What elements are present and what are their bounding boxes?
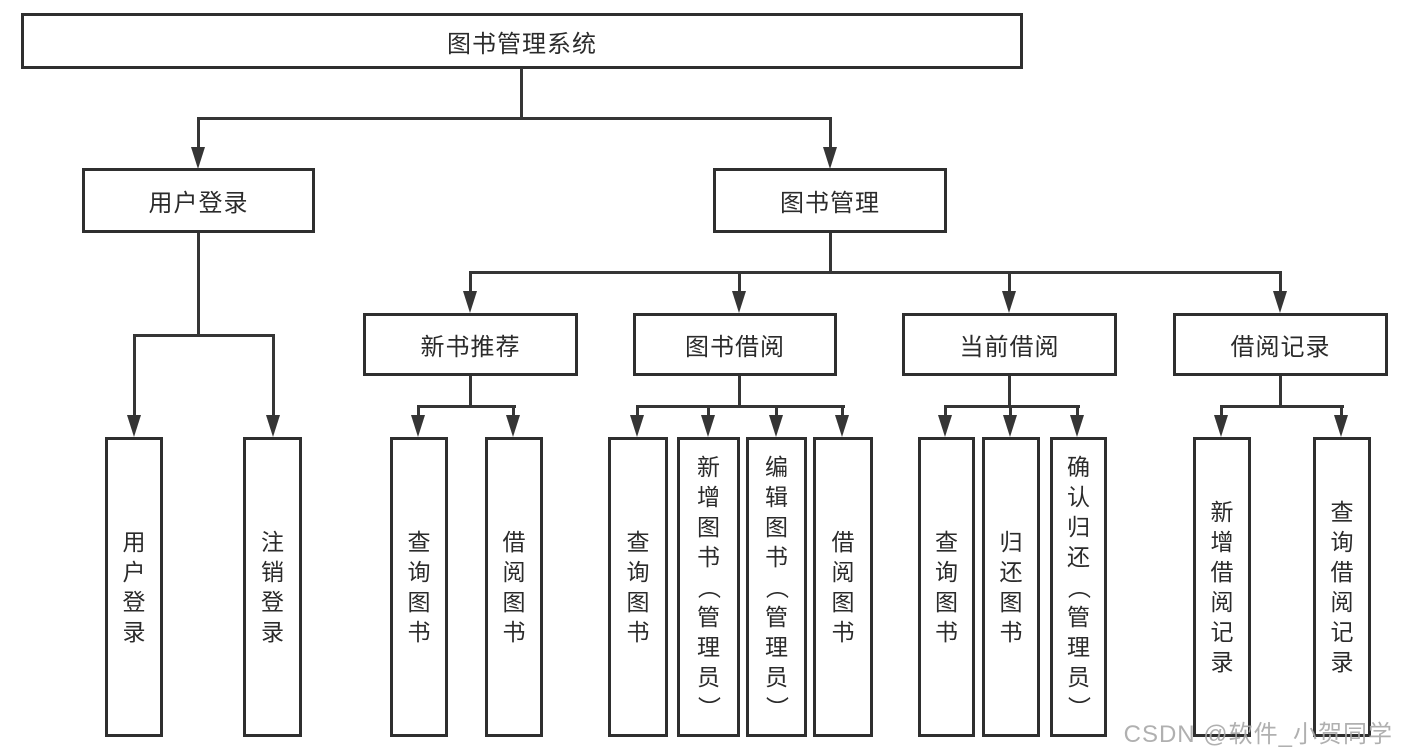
arrowhead-to-login bbox=[191, 147, 205, 169]
connector-login-stub bbox=[197, 233, 200, 336]
leaf-user-login: 用户登录 bbox=[105, 437, 163, 737]
arrowhead-current-leaf1 bbox=[938, 415, 952, 437]
connector-mgmt-stub bbox=[829, 233, 832, 274]
arrowhead-to-mgmt bbox=[823, 147, 837, 169]
connector-to-records bbox=[1279, 271, 1282, 293]
connector-borrow-leaf4 bbox=[841, 405, 844, 418]
connector-records-rail bbox=[1220, 405, 1344, 408]
leaf-borrow-edit-book-admin: 编辑图书（管理员） bbox=[746, 437, 807, 737]
connector-root-rail bbox=[197, 117, 831, 120]
leaf-borrow-add-book-admin: 新增图书（管理员） bbox=[677, 437, 740, 737]
arrowhead-to-borrow bbox=[732, 291, 746, 313]
node-current-borrow-label: 当前借阅 bbox=[959, 334, 1060, 361]
arrowhead-to-leaf-login bbox=[127, 415, 141, 437]
arrowhead-records-leaf2 bbox=[1334, 415, 1348, 437]
connector-recommend-leaf1 bbox=[417, 405, 420, 418]
leaf-logout: 注销登录 bbox=[243, 437, 302, 737]
connector-to-current bbox=[1008, 271, 1011, 293]
node-new-book-recommend-label: 新书推荐 bbox=[420, 334, 521, 361]
node-root: 图书管理系统 bbox=[21, 13, 1023, 69]
node-book-borrow: 图书借阅 bbox=[633, 313, 837, 376]
connector-to-leaf-login bbox=[133, 334, 136, 417]
leaf-records-add-record: 新增借阅记录 bbox=[1193, 437, 1251, 737]
connector-records-stub bbox=[1279, 376, 1282, 407]
connector-root-stub bbox=[520, 68, 523, 118]
connector-recommend-rail bbox=[417, 405, 516, 408]
arrowhead-borrow-leaf3 bbox=[769, 415, 783, 437]
arrowhead-borrow-leaf1 bbox=[630, 415, 644, 437]
leaf-recommend-borrow-book: 借阅图书 bbox=[485, 437, 543, 737]
arrowhead-current-leaf2 bbox=[1003, 415, 1017, 437]
connector-records-leaf1 bbox=[1220, 405, 1223, 418]
connector-borrow-leaf3 bbox=[775, 405, 778, 418]
arrowhead-to-records bbox=[1273, 291, 1287, 313]
leaf-current-query-book: 查询图书 bbox=[918, 437, 975, 737]
connector-to-leaf-logout bbox=[272, 334, 275, 417]
node-current-borrow: 当前借阅 bbox=[902, 313, 1117, 376]
arrowhead-to-leaf-logout bbox=[266, 415, 280, 437]
leaf-borrow-query-book: 查询图书 bbox=[608, 437, 668, 737]
connector-mgmt-rail bbox=[469, 271, 1282, 274]
arrowhead-borrow-leaf4 bbox=[835, 415, 849, 437]
connector-borrow-rail bbox=[636, 405, 845, 408]
arrowhead-to-recommend bbox=[463, 291, 477, 313]
leaf-borrow-borrow-book: 借阅图书 bbox=[813, 437, 873, 737]
arrowhead-records-leaf1 bbox=[1214, 415, 1228, 437]
node-borrow-records: 借阅记录 bbox=[1173, 313, 1388, 376]
connector-to-borrow bbox=[738, 271, 741, 293]
node-root-label: 图书管理系统 bbox=[447, 30, 597, 58]
leaf-current-confirm-return-admin: 确认归还（管理员） bbox=[1050, 437, 1107, 737]
connector-current-leaf3 bbox=[1076, 405, 1079, 418]
node-new-book-recommend: 新书推荐 bbox=[363, 313, 578, 376]
connector-records-leaf2 bbox=[1340, 405, 1343, 418]
node-book-borrow-label: 图书借阅 bbox=[685, 334, 785, 361]
connector-current-rail bbox=[944, 405, 1080, 408]
node-book-management: 图书管理 bbox=[713, 168, 947, 233]
connector-current-stub bbox=[1008, 376, 1011, 407]
connector-login-rail bbox=[133, 334, 275, 337]
arrowhead-current-leaf3 bbox=[1070, 415, 1084, 437]
arrowhead-to-current bbox=[1002, 291, 1016, 313]
leaf-recommend-query-book: 查询图书 bbox=[390, 437, 448, 737]
connector-recommend-leaf2 bbox=[512, 405, 515, 418]
connector-recommend-stub bbox=[469, 376, 472, 407]
node-user-login-label: 用户登录 bbox=[148, 190, 249, 217]
leaf-current-return-book: 归还图书 bbox=[982, 437, 1040, 737]
arrowhead-recommend-leaf2 bbox=[506, 415, 520, 437]
connector-current-leaf2 bbox=[1009, 405, 1012, 418]
connector-current-leaf1 bbox=[944, 405, 947, 418]
watermark: CSDN @软件_小贺同学 bbox=[1123, 721, 1393, 747]
connector-borrow-stub bbox=[738, 376, 741, 407]
arrowhead-borrow-leaf2 bbox=[701, 415, 715, 437]
connector-to-recommend bbox=[469, 271, 472, 293]
connector-to-mgmt bbox=[829, 117, 832, 149]
connector-borrow-leaf1 bbox=[636, 405, 639, 418]
connector-to-login bbox=[197, 117, 200, 149]
connector-borrow-leaf2 bbox=[707, 405, 710, 418]
leaf-records-query-record: 查询借阅记录 bbox=[1313, 437, 1371, 737]
arrowhead-recommend-leaf1 bbox=[411, 415, 425, 437]
node-user-login: 用户登录 bbox=[82, 168, 315, 233]
node-borrow-records-label: 借阅记录 bbox=[1230, 334, 1331, 361]
node-book-management-label: 图书管理 bbox=[780, 190, 880, 217]
